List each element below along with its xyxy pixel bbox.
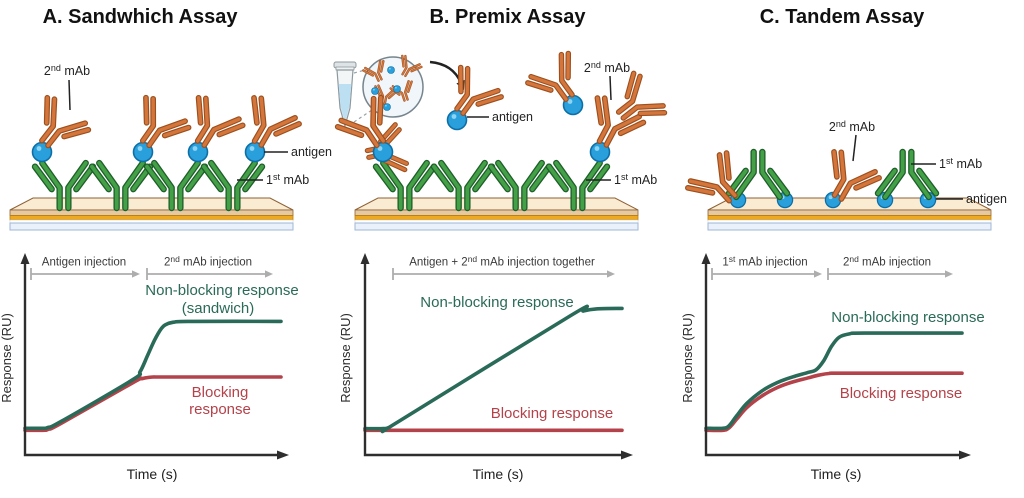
sandwich-assay-plot: Antigen injection 2nd mAb injection Non-…	[0, 253, 299, 482]
x-axis-label: Time (s)	[473, 466, 524, 482]
svg-text:1st mAb injection: 1st mAb injection	[722, 254, 807, 269]
antigen-label: antigen	[966, 192, 1007, 206]
y-axis-label: Response (RU)	[338, 313, 353, 403]
x-axis-arrowhead	[621, 450, 633, 460]
sandwich-assay-diagram: 2nd mAb antigen 1st mAb	[9, 63, 332, 231]
svg-text:2nd mAb injection: 2nd mAb injection	[164, 254, 252, 269]
mab2-label: 2nd mAb	[44, 63, 90, 78]
mab2-pointer-line	[68, 79, 71, 111]
injection-arrow-mab1: 1st mAb injection	[711, 254, 822, 280]
non-blocking-label-2: (sandwich)	[182, 300, 255, 317]
blocking-label: Blocking response	[491, 405, 614, 422]
blocking-curve	[23, 375, 283, 433]
panel-b-title: B. Premix Assay	[429, 6, 586, 28]
axes	[23, 260, 280, 457]
second-mab-bound	[580, 95, 645, 156]
sensor-chip	[354, 197, 639, 231]
sensor-chip	[707, 197, 992, 231]
non-blocking-label: Non-blocking response	[831, 309, 984, 326]
non-blocking-curve	[704, 331, 964, 431]
tandem-assay-diagram: 2nd mAb 1st mAb antigen	[685, 119, 1007, 231]
x-axis-label: Time (s)	[127, 466, 178, 482]
injection-arrow-antigen: Antigen injection	[30, 257, 140, 280]
mab2-pointer-line	[609, 75, 612, 101]
premix-assay-plot: Antigen + 2nd mAb injection together Non…	[338, 253, 633, 482]
antigen-label: antigen	[492, 110, 533, 124]
premix-tube	[333, 61, 357, 129]
first-mab-bound	[878, 152, 936, 197]
injection-arrow-premix: Antigen + 2nd mAb injection together	[392, 254, 615, 280]
y-axis-label: Response (RU)	[680, 313, 695, 403]
mab2-label: 2nd mAb	[584, 60, 630, 75]
panel-c-title: C. Tandem Assay	[759, 6, 925, 28]
blocking-label-2: response	[189, 401, 251, 418]
svg-text:Antigen injection: Antigen injection	[42, 257, 126, 269]
premix-assay-diagram: antigen 2nd mAb 1st mAb	[333, 50, 667, 231]
mab2-label: 2nd mAb	[829, 119, 875, 134]
svg-text:2nd mAb injection: 2nd mAb injection	[843, 254, 931, 269]
panel-a-title: A. Sandwhich Assay	[42, 6, 238, 28]
blocking-label: Blocking	[192, 384, 249, 401]
axes	[704, 260, 962, 457]
axes	[363, 260, 624, 457]
sensor-chip	[9, 197, 294, 231]
non-blocking-label: Non-blocking response	[145, 282, 298, 299]
antigen-label: antigen	[291, 145, 332, 159]
first-mab-bound	[729, 152, 787, 197]
y-axis-label: Response (RU)	[0, 313, 14, 403]
non-blocking-curve	[23, 319, 283, 431]
y-axis-arrowhead	[360, 253, 370, 264]
svg-text:Antigen + 2nd mAb injection to: Antigen + 2nd mAb injection together	[409, 254, 595, 269]
tandem-assay-plot: 1st mAb injection 2nd mAb injection Non-…	[680, 253, 985, 482]
mab2-pointer-line	[852, 134, 857, 162]
non-blocking-label: Non-blocking response	[420, 294, 573, 311]
x-axis-label: Time (s)	[811, 466, 862, 482]
non-blocking-curve	[363, 304, 624, 434]
x-axis-arrowhead	[277, 450, 289, 460]
magnifier-circle	[353, 54, 424, 123]
mab1-label: 1st mAb	[939, 156, 982, 171]
y-axis-arrowhead	[701, 253, 711, 264]
mab1-label: 1st mAb	[614, 172, 657, 187]
y-axis-arrowhead	[20, 253, 30, 264]
injection-arrow-mab2: 2nd mAb injection	[146, 254, 273, 280]
x-axis-arrowhead	[959, 450, 971, 460]
injection-arrow-mab2: 2nd mAb injection	[827, 254, 953, 280]
mab1-label: 1st mAb	[266, 172, 309, 187]
blocking-label: Blocking response	[840, 385, 963, 402]
